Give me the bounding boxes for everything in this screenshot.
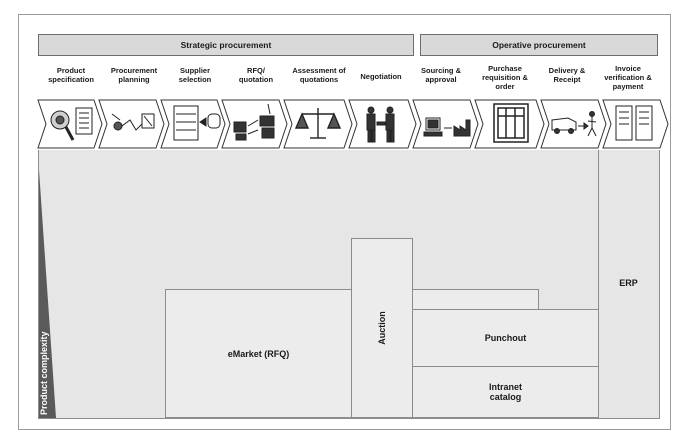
product-complexity-wedge <box>39 170 56 418</box>
step-label-rfq-quotation: RFQ/quotation <box>238 66 274 84</box>
block-intranet-catalog: Intranet catalog <box>412 366 599 418</box>
delivery-truck-icon <box>551 111 597 137</box>
block-emarket-label: eMarket (RFQ) <box>227 348 290 359</box>
block-erp-label: ERP <box>619 278 638 288</box>
block-auction-label: Auction <box>377 311 387 345</box>
supplier-list-icon <box>173 105 221 141</box>
phase-strategic-procurement: Strategic procurement <box>38 34 414 56</box>
invoice-documents-icon <box>615 105 653 141</box>
block-auction: Auction <box>351 238 413 418</box>
phase-operative-procurement: Operative procurement <box>420 34 658 56</box>
erp-divider <box>598 150 599 418</box>
rfq-exchange-icon <box>233 103 275 141</box>
block-intranet-label: Intranet catalog <box>488 382 522 402</box>
balance-scale-icon <box>294 108 342 139</box>
block-punchout: Punchout <box>412 309 599 367</box>
block-emarket-rfq: eMarket (RFQ) <box>165 289 352 418</box>
block-erp: ERP <box>599 150 658 418</box>
step-label-sourcing-approval: Sourcing &approval <box>420 66 461 84</box>
step-label-delivery-receipt: Delivery &Receipt <box>548 66 586 84</box>
block-punchout-label: Punchout <box>484 333 527 343</box>
chevron-step-4 <box>221 99 288 149</box>
magnifier-document-icon <box>50 107 93 141</box>
chevron-step-2 <box>98 99 165 149</box>
axis-label-product-complexity: Product complexity <box>39 331 49 415</box>
block-punchout-upper <box>412 289 539 311</box>
order-form-icon <box>493 103 529 143</box>
computer-factory-icon <box>423 117 471 137</box>
process-chevron-row <box>37 99 669 149</box>
handshake-icon <box>366 106 395 143</box>
step-label-negotiation: Negotiation <box>360 72 402 81</box>
planning-flow-icon <box>111 113 155 131</box>
